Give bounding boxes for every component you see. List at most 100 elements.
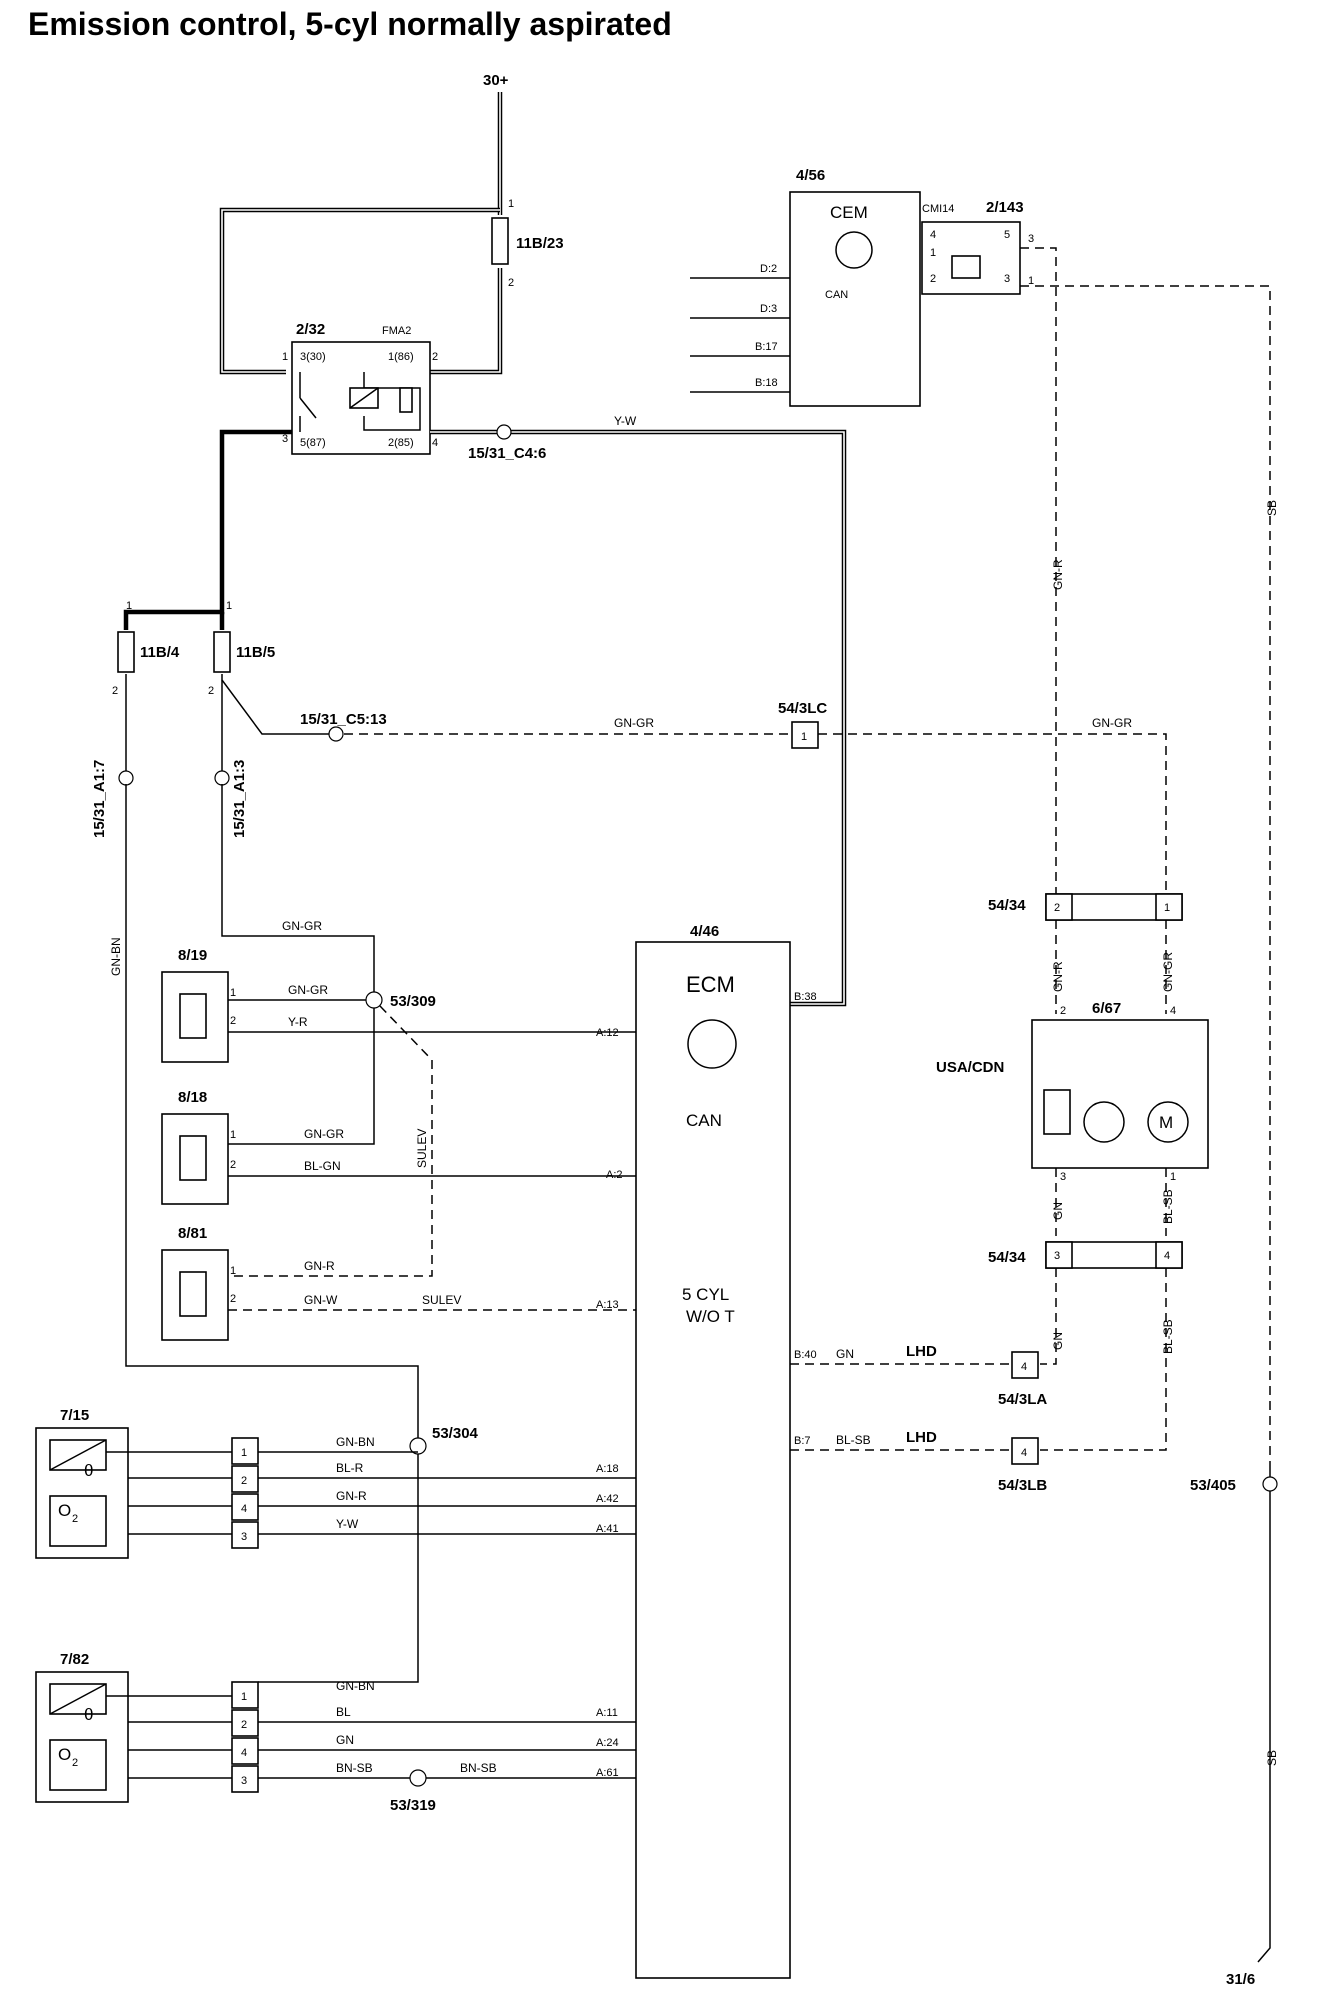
evap-valve-6-67: 6/67 USA/CDN 2 4 3 1 M [936, 1000, 1209, 1183]
svg-text:2: 2 [230, 1015, 236, 1027]
svg-text:GN-GR: GN-GR [288, 983, 328, 997]
svg-text:6/67: 6/67 [1092, 1000, 1121, 1017]
svg-text:GN-GR: GN-GR [1161, 952, 1175, 992]
svg-text:15/31_A1:3: 15/31_A1:3 [231, 760, 248, 838]
svg-text:4: 4 [1170, 1005, 1176, 1017]
o2-sensor-7-82: 7/82 θ O 2 [35, 1651, 129, 1803]
svg-text:2: 2 [930, 273, 936, 285]
svg-text:2: 2 [241, 1719, 247, 1731]
svg-text:5 CYL: 5 CYL [682, 1285, 729, 1304]
fuse-11b-5: 1 11B/5 2 [208, 600, 275, 697]
svg-text:BL-SB: BL-SB [836, 1433, 871, 1447]
svg-text:GN-R: GN-R [1051, 559, 1065, 590]
svg-text:BN-SB: BN-SB [460, 1761, 497, 1775]
svg-text:54/3LC: 54/3LC [778, 700, 827, 717]
svg-text:A:42: A:42 [596, 1493, 619, 1505]
svg-text:SULEV: SULEV [415, 1129, 429, 1168]
svg-text:2: 2 [112, 685, 118, 697]
svg-text:1: 1 [230, 1129, 236, 1141]
svg-text:1: 1 [1028, 275, 1034, 287]
svg-text:GN-BN: GN-BN [336, 1679, 375, 1693]
svg-text:Y-W: Y-W [614, 414, 637, 428]
svg-text:SB: SB [1265, 500, 1279, 516]
svg-text:GN-GR: GN-GR [614, 716, 654, 730]
svg-text:θ: θ [84, 1705, 93, 1724]
svg-text:3(30): 3(30) [300, 351, 326, 363]
svg-text:B:40: B:40 [794, 1349, 817, 1361]
svg-text:GN-BN: GN-BN [109, 937, 123, 976]
svg-text:54/3LB: 54/3LB [998, 1477, 1047, 1494]
svg-text:15/31_C5:13: 15/31_C5:13 [300, 711, 387, 728]
svg-text:3: 3 [241, 1531, 247, 1543]
svg-text:2: 2 [72, 1757, 78, 1769]
svg-text:1: 1 [230, 987, 236, 999]
svg-text:2(85): 2(85) [388, 437, 414, 449]
svg-text:GN: GN [1051, 1202, 1065, 1220]
sensor-8-18: 8/18 1 2 [161, 1089, 236, 1205]
supply-30: 30+ [483, 72, 509, 215]
svg-text:8/19: 8/19 [178, 947, 207, 964]
splice-53-319 [409, 1769, 427, 1787]
svg-text:LHD: LHD [906, 1429, 937, 1446]
fuse-11b-4: 1 11B/4 2 [112, 600, 180, 697]
svg-text:3: 3 [1054, 1250, 1060, 1262]
svg-text:GN: GN [1051, 1332, 1065, 1350]
cem-4-56: 4/56 CEM CAN D:2 D:3 B:17 B:18 [755, 167, 921, 407]
svg-text:O: O [58, 1501, 71, 1520]
svg-text:Y-W: Y-W [336, 1517, 359, 1531]
svg-text:1: 1 [1170, 1171, 1176, 1183]
svg-text:GN-GR: GN-GR [1092, 716, 1132, 730]
svg-text:USA/CDN: USA/CDN [936, 1059, 1004, 1076]
svg-text:CAN: CAN [825, 289, 848, 301]
svg-text:A:11: A:11 [596, 1707, 618, 1719]
connector-54-34-lower: 54/34 3 4 [988, 1241, 1183, 1269]
sensor-8-81: 8/81 1 2 [161, 1225, 236, 1341]
svg-text:GN-R: GN-R [304, 1259, 335, 1273]
svg-text:B:18: B:18 [755, 377, 778, 389]
svg-text:3: 3 [1060, 1171, 1066, 1183]
svg-text:CMI14: CMI14 [922, 203, 954, 215]
svg-text:SB: SB [1265, 1750, 1279, 1766]
svg-text:15/31_C4:6: 15/31_C4:6 [468, 445, 546, 462]
svg-text:A:61: A:61 [596, 1767, 619, 1779]
svg-text:30+: 30+ [483, 72, 509, 89]
svg-text:A:24: A:24 [596, 1737, 619, 1749]
svg-text:4: 4 [432, 437, 438, 449]
svg-text:2: 2 [230, 1159, 236, 1171]
cmi-2-143: CMI14 2/143 4 5 3 1 1 2 3 [921, 199, 1034, 295]
ecm-4-46: 4/46 ECM CAN 5 CYL W/O T B:38 A:12 A:2 A… [596, 923, 817, 1979]
svg-text:D:2: D:2 [760, 263, 777, 275]
svg-text:1: 1 [1164, 902, 1170, 914]
svg-text:1(86): 1(86) [388, 351, 414, 363]
svg-text:B:7: B:7 [794, 1435, 811, 1447]
connector-54-3lc: 1 54/3LC [778, 700, 827, 749]
svg-text:BL-R: BL-R [336, 1461, 364, 1475]
svg-text:GN-GR: GN-GR [282, 919, 322, 933]
svg-text:GN-GR: GN-GR [304, 1127, 344, 1141]
svg-text:FMA2: FMA2 [382, 325, 411, 337]
svg-text:3: 3 [1028, 233, 1034, 245]
svg-text:4/56: 4/56 [796, 167, 825, 184]
svg-text:2: 2 [208, 685, 214, 697]
svg-text:BL-SB: BL-SB [1161, 1319, 1175, 1354]
connector-54-34-upper: 54/34 2 1 [988, 893, 1183, 921]
svg-text:O: O [58, 1745, 71, 1764]
svg-text:1: 1 [801, 731, 807, 743]
svg-text:CAN: CAN [686, 1111, 722, 1130]
svg-text:BL-SB: BL-SB [1161, 1189, 1175, 1224]
connector-7-82: 1 2 4 3 [231, 1681, 259, 1793]
svg-text:1: 1 [241, 1447, 247, 1459]
svg-text:11B/5: 11B/5 [236, 644, 275, 661]
svg-text:7/82: 7/82 [60, 1651, 89, 1668]
svg-text:2: 2 [432, 351, 438, 363]
sensor-8-19: 8/19 1 2 [161, 947, 236, 1063]
svg-text:2: 2 [1054, 902, 1060, 914]
page-title: Emission control, 5-cyl normally aspirat… [28, 6, 672, 42]
svg-text:Y-R: Y-R [288, 1015, 308, 1029]
svg-text:4/46: 4/46 [690, 923, 719, 940]
svg-text:CEM: CEM [830, 203, 868, 222]
svg-text:BL-GN: BL-GN [304, 1159, 341, 1173]
svg-text:54/3LA: 54/3LA [998, 1391, 1047, 1408]
svg-text:GN-R: GN-R [336, 1489, 367, 1503]
svg-text:7/15: 7/15 [60, 1407, 89, 1424]
